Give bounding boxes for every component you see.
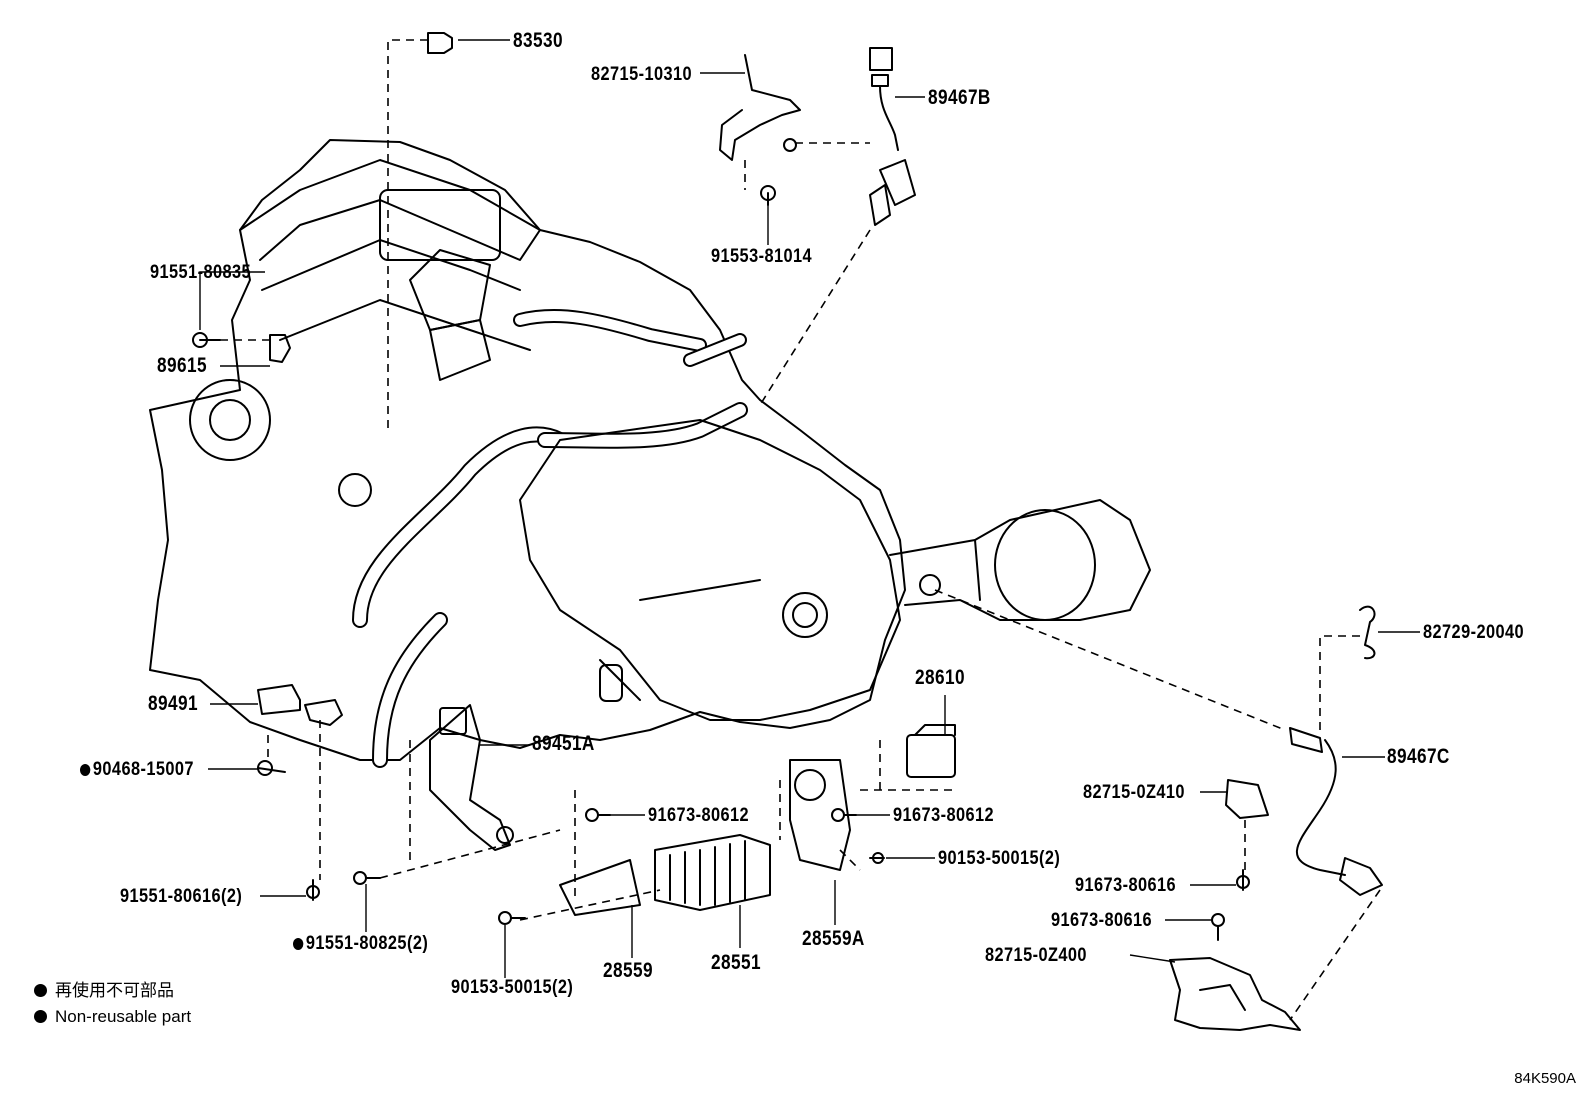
relay-28610 <box>906 734 956 778</box>
bracket-28559A <box>789 759 851 871</box>
clip-82729-20040 <box>1359 605 1376 660</box>
label-91553-81014: 91553-81014 <box>711 246 813 267</box>
sensor-83530 <box>427 32 453 54</box>
label-91673-80612-b: 91673-80612 <box>893 805 995 826</box>
legend-jp-text: 再使用不可部品 <box>55 981 174 1000</box>
legend-bullet <box>34 1010 47 1023</box>
label-28559A: 28559A <box>802 927 865 950</box>
bracket-0Z400 <box>1169 957 1301 1031</box>
bracket-82715-10310 <box>719 54 801 161</box>
label-28551: 28551 <box>711 951 761 974</box>
bracket-0Z410 <box>1225 779 1269 819</box>
legend-en: Non-reusable part <box>34 1008 191 1025</box>
label-91551-80825-text: 91551-80825(2) <box>305 933 429 954</box>
non-reusable-mark <box>80 764 91 776</box>
label-82715-0Z400: 82715-0Z400 <box>985 945 1087 966</box>
label-89615: 89615 <box>157 354 207 377</box>
label-89467B: 89467B <box>928 86 991 109</box>
label-82715-0Z410: 82715-0Z410 <box>1083 782 1185 803</box>
control-module <box>654 834 771 911</box>
engine-outline <box>149 139 906 761</box>
neutral-switch <box>429 704 511 851</box>
label-89467C: 89467C <box>1387 745 1450 768</box>
port-box <box>379 189 501 261</box>
label-90468-15007-text: 90468-15007 <box>92 759 194 780</box>
non-reusable-mark <box>293 938 304 950</box>
cylinder-head <box>239 159 541 261</box>
hose <box>352 426 568 628</box>
label-91551-80616: 91551-80616(2) <box>120 886 243 907</box>
label-89451A: 89451A <box>532 732 595 755</box>
sensor-89615 <box>269 334 291 363</box>
label-82729-20040: 82729-20040 <box>1423 622 1525 643</box>
label-90468-15007: 90468-15007 <box>80 760 194 779</box>
bracket-28559 <box>559 859 641 916</box>
diagram-reference-code: 84K590A <box>1514 1070 1576 1087</box>
label-28610: 28610 <box>915 666 965 689</box>
legend-bullet <box>34 984 47 997</box>
label-89491: 89491 <box>148 692 198 715</box>
label-28559: 28559 <box>603 959 653 982</box>
label-91673-80616-a: 91673-80616 <box>1075 875 1177 896</box>
o2-sensor-89467C <box>1289 727 1346 876</box>
exhaust-pipe <box>889 499 1151 621</box>
o2-sensor-89467B <box>869 47 899 151</box>
transmission-case <box>519 419 901 721</box>
legend-en-text: Non-reusable part <box>55 1007 192 1026</box>
sensor-89491 <box>257 684 301 715</box>
label-83530: 83530 <box>513 29 563 52</box>
label-91673-80612-a: 91673-80612 <box>648 805 750 826</box>
label-91551-80835: 91551-80835 <box>150 262 252 283</box>
label-91673-80616-b: 91673-80616 <box>1051 910 1153 931</box>
label-91551-80825: 91551-80825(2) <box>293 934 428 953</box>
round-port <box>189 379 271 461</box>
legend-jp: 再使用不可部品 <box>34 982 174 999</box>
label-82715-10310: 82715-10310 <box>591 64 693 85</box>
label-90153-50015-a: 90153-50015(2) <box>938 848 1061 869</box>
label-90153-50015-b: 90153-50015(2) <box>451 977 574 998</box>
